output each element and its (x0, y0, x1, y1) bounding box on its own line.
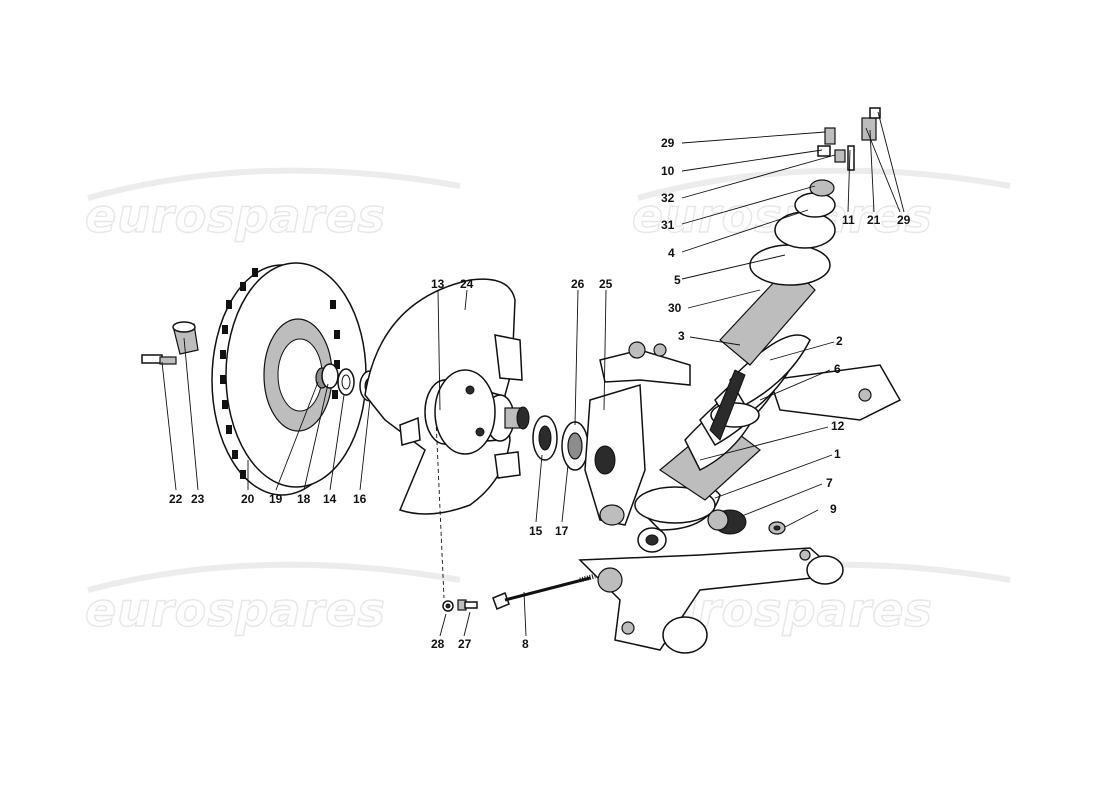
callout-12: 12 (831, 419, 845, 433)
callout-27: 27 (458, 637, 472, 651)
callout-25: 25 (599, 277, 613, 291)
callout-29b: 29 (897, 213, 911, 227)
callout-1: 1 (834, 447, 841, 461)
callout-15: 15 (529, 524, 543, 538)
callout-21: 21 (867, 213, 881, 227)
wheel-stud (141, 354, 177, 365)
callout-3: 3 (678, 329, 685, 343)
steering-knuckle (584, 384, 646, 526)
brake-disc (211, 262, 367, 496)
callout-6: 6 (834, 362, 841, 376)
callout-31: 31 (661, 218, 675, 232)
callout-30: 30 (668, 301, 682, 315)
watermark-text: eurospares (85, 583, 386, 637)
callout-10: 10 (661, 164, 675, 178)
callout-11: 11 (842, 213, 855, 227)
watermark-text: eurospares (85, 189, 386, 243)
callout-20: 20 (241, 492, 255, 506)
callout-18: 18 (297, 492, 311, 506)
frame-bracket (769, 364, 902, 421)
pivot-bushing (637, 527, 667, 553)
callout-16: 16 (353, 492, 367, 506)
parts-illustration (141, 107, 902, 654)
callout-22: 22 (169, 492, 183, 506)
callout-4: 4 (668, 246, 675, 260)
callout-9: 9 (830, 502, 837, 516)
callout-19: 19 (269, 492, 283, 506)
hub-cap (172, 321, 199, 355)
lower-wishbone (578, 547, 844, 654)
upper-wishbone (599, 341, 691, 386)
callout-2: 2 (836, 334, 843, 348)
bushing (707, 509, 747, 535)
callout-8: 8 (522, 637, 529, 651)
callout-23: 23 (191, 492, 205, 506)
top-mount-hardware (817, 107, 881, 171)
callout-numbers: 22 23 20 19 18 14 16 13 24 26 25 15 17 2… (169, 136, 911, 651)
callout-17: 17 (555, 524, 569, 538)
callout-24: 24 (460, 277, 474, 291)
callout-26: 26 (571, 277, 585, 291)
callout-5: 5 (674, 273, 681, 287)
long-bolt (492, 573, 596, 610)
callout-14: 14 (323, 492, 337, 506)
callout-29: 29 (661, 136, 675, 150)
nut (768, 521, 786, 535)
callout-13: 13 (431, 277, 445, 291)
leader-lines (161, 111, 905, 637)
wheel-hub (424, 369, 530, 455)
callout-7: 7 (826, 476, 833, 490)
hub-bearings (532, 415, 589, 471)
coilover-shock-absorber (634, 179, 836, 531)
callout-28: 28 (431, 637, 445, 651)
small-bolt-washer (442, 599, 478, 612)
callout-32: 32 (661, 191, 675, 205)
